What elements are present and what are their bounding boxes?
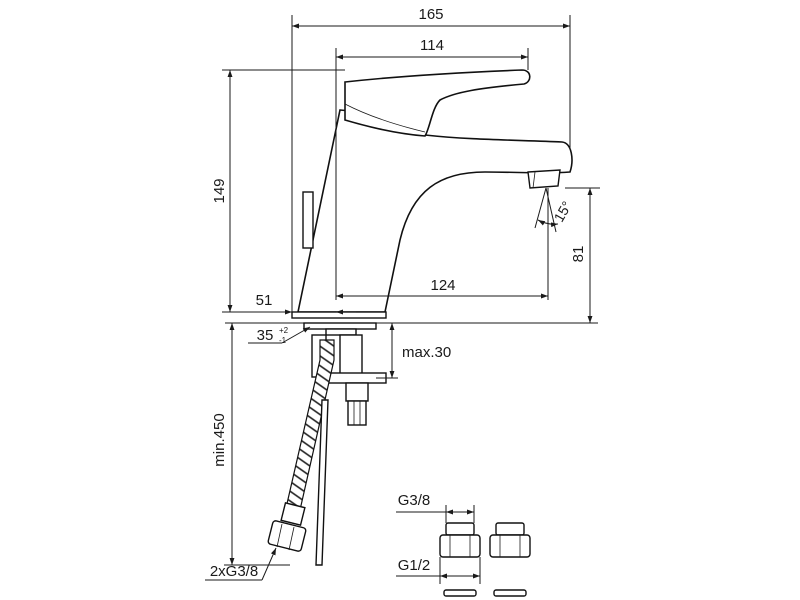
label-height: 149 [211,178,228,203]
base-plate [291,311,387,319]
dim-g38-connection-leader [261,547,277,581]
spout-outlet-line [532,171,536,189]
adapter-right-body [489,534,531,558]
lever-handle [344,69,531,137]
mounting-nut [345,382,369,402]
label-adapter-top-thread: G3/8 [398,492,431,509]
dimension-lines [205,15,600,581]
label-spout-reach: 124 [430,277,455,294]
label-hole-tol-lower: -1 [279,336,287,345]
spout-outlet [527,169,561,189]
nut-line-1 [276,523,283,548]
hose-crimp [280,501,306,527]
mounting-washer [303,322,377,330]
mounting-rod-end [347,400,367,426]
second-hose [315,399,329,566]
braided-hose [267,339,335,566]
popup-rod [302,191,314,249]
label-hole-tol-upper: +2 [279,326,289,335]
washer-left [443,589,477,597]
adapter-left-top [445,522,475,536]
lever-lower-edge [344,103,426,133]
center-stud [339,334,363,378]
label-deck-thickness: max.30 [402,344,451,361]
label-spout-height: 81 [570,246,587,263]
adapter-right-top [495,522,525,536]
adapter-left-body [439,534,481,558]
dimension-labels: 165 114 149 124 51 81 15° 35 +2 -1 max.3… [210,6,587,580]
dim-35-leader [281,326,311,344]
label-overall-width: 165 [418,6,443,23]
label-base-offset: 51 [256,292,273,309]
dim-angle-arc [537,219,559,228]
label-hole-diameter: 35 [257,327,274,344]
label-hose-length: min.450 [211,413,228,466]
label-adapter-bottom-thread: G1/2 [398,557,431,574]
dim-angle-ref-tilted [534,187,547,229]
faucet-body [291,69,573,319]
thread-adapters [396,505,531,597]
label-lever-width: 114 [420,37,444,54]
washer-right [493,589,527,597]
label-hose-connection: 2xG3/8 [210,563,258,580]
mounting-washer-inner [325,328,357,336]
nut-line-2 [288,526,295,551]
label-spout-angle: 15° [550,198,574,224]
